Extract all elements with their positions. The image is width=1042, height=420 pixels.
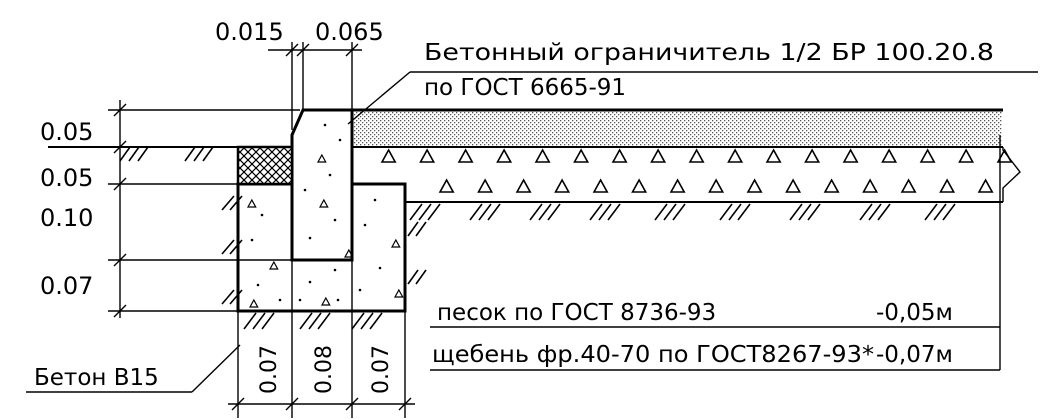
- curb-label-line1: Бетонный ограничитель 1/2 БР 100.20.8: [424, 40, 994, 66]
- concrete-label: Бетон В15: [34, 365, 159, 391]
- gravel-triangle: [457, 148, 474, 163]
- concrete-leader: Бетон В15: [26, 344, 241, 393]
- gravel-triangle: [438, 178, 455, 193]
- sand-value: -0,05м: [876, 300, 953, 326]
- gravel-layer: [380, 148, 1013, 193]
- gravel-triangle: [650, 148, 667, 163]
- gravel-triangle: [977, 178, 994, 193]
- gravel-triangle: [534, 148, 551, 163]
- curb-leader: Бетонный ограничитель 1/2 БР 100.20.8 по…: [347, 40, 1038, 125]
- gravel-triangle: [573, 148, 590, 163]
- gravel-label: щебень фр.40-70 по ГОСТ8267-93*: [432, 342, 874, 368]
- gravel-triangle: [390, 238, 401, 248]
- concrete-texture: [246, 123, 404, 308]
- curb-label-line2: по ГОСТ 6665-91: [424, 75, 626, 101]
- gravel-triangle: [631, 178, 648, 193]
- break-symbol: [1002, 147, 1021, 202]
- gravel-triangle: [746, 178, 763, 193]
- gravel-triangle: [611, 148, 628, 163]
- gravel-triangle: [688, 148, 705, 163]
- dim-left-4: 0.07: [40, 272, 93, 300]
- gravel-triangle: [958, 148, 975, 163]
- dim-top: 0.015 0.065: [215, 18, 384, 130]
- gravel-triangle: [785, 178, 802, 193]
- dim-bottom-1: 0.07: [257, 345, 282, 394]
- gravel-triangle: [380, 148, 397, 163]
- gravel-triangle: [765, 148, 782, 163]
- gravel-triangle: [496, 148, 513, 163]
- dim-top-2: 0.065: [315, 18, 384, 46]
- gravel-triangle: [477, 178, 494, 193]
- sand-label: песок по ГОСТ 8736-93: [437, 300, 716, 326]
- gravel-triangle: [842, 148, 859, 163]
- gravel-triangle: [881, 148, 898, 163]
- gravel-triangle: [939, 178, 956, 193]
- curb-stone: [290, 108, 354, 262]
- gravel-triangle: [419, 148, 436, 163]
- gravel-triangle: [592, 178, 609, 193]
- gravel-triangle: [708, 178, 725, 193]
- dim-bottom-3: 0.07: [369, 345, 394, 394]
- gravel-triangle: [268, 260, 279, 270]
- gravel-triangle: [862, 178, 879, 193]
- layers-leader: песок по ГОСТ 8736-93 -0,05м щебень фр.4…: [430, 135, 1001, 371]
- gravel-value: -0,07м: [876, 342, 953, 368]
- gravel-triangle: [316, 153, 327, 163]
- gravel-triangle: [919, 148, 936, 163]
- gravel-triangle: [393, 288, 404, 298]
- dim-top-1: 0.015: [215, 18, 284, 46]
- gravel-triangle: [248, 298, 259, 308]
- gravel-triangle: [318, 198, 329, 208]
- gravel-triangle: [246, 198, 257, 208]
- gravel-triangle: [823, 178, 840, 193]
- dim-left-2: 0.05: [40, 164, 93, 192]
- gravel-triangle: [669, 178, 686, 193]
- dim-bottom: 0.07 0.08 0.07: [228, 260, 415, 418]
- crosshatch-fill: [236, 145, 294, 186]
- ground-hatching: [119, 146, 956, 330]
- gravel-triangle: [320, 296, 331, 306]
- gravel-triangle: [515, 178, 532, 193]
- gravel-triangle: [343, 248, 354, 258]
- gravel-triangle: [900, 178, 917, 193]
- dim-left-1: 0.05: [40, 118, 93, 146]
- sand-layer: [352, 110, 1002, 147]
- gravel-triangle: [554, 178, 571, 193]
- gravel-triangle: [804, 148, 821, 163]
- dim-bottom-2: 0.08: [312, 345, 337, 394]
- dim-left: 0.05 0.05 0.10 0.07: [40, 100, 300, 318]
- gravel-triangle: [727, 148, 744, 163]
- dim-left-3: 0.10: [40, 204, 93, 232]
